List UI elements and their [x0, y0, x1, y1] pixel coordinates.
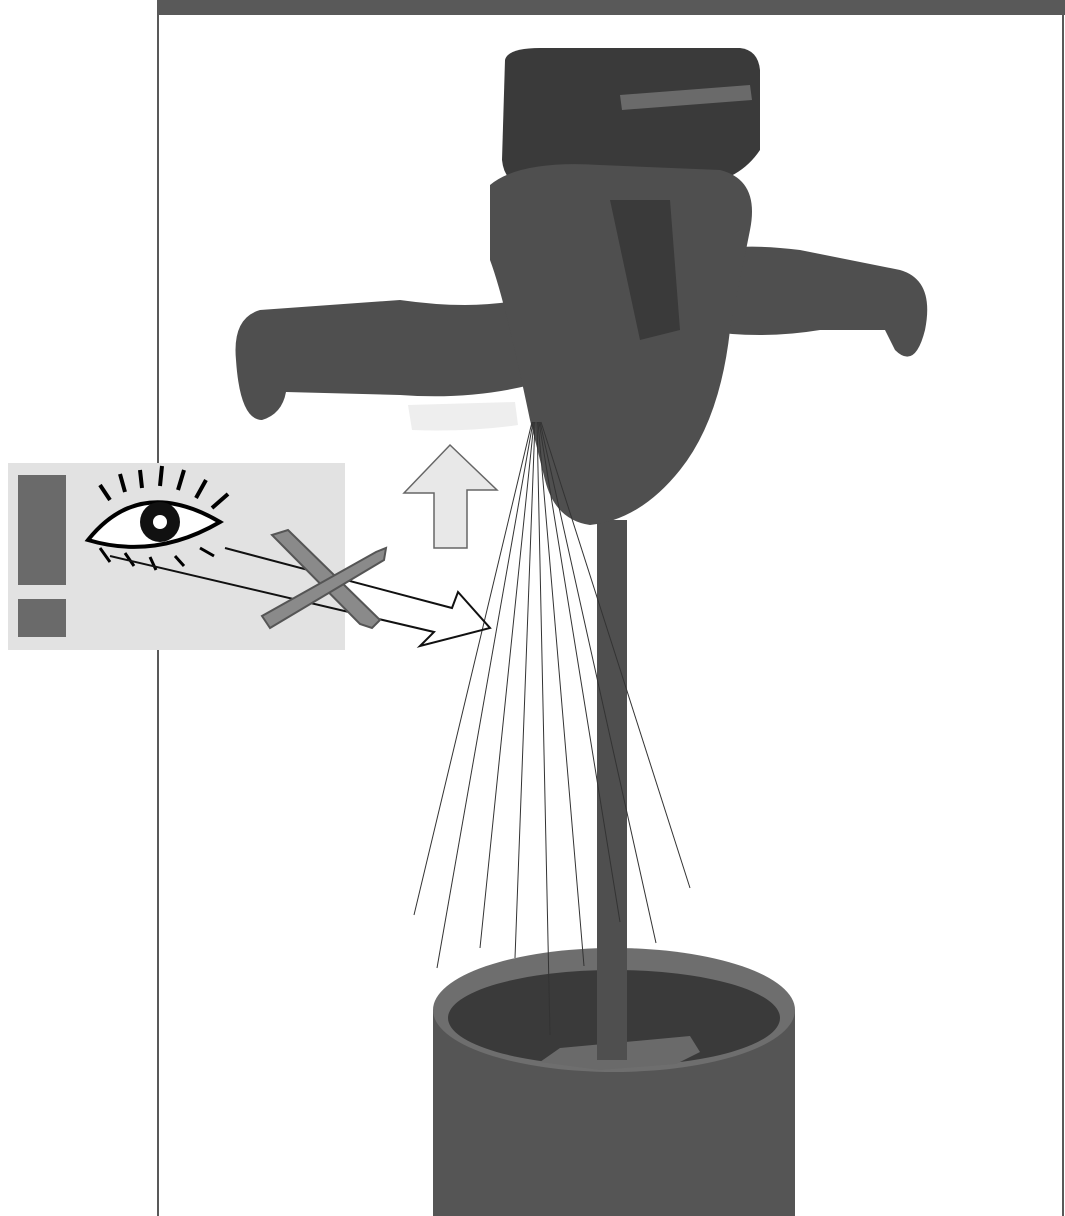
led-work-light: [408, 402, 518, 430]
light-ray: [414, 422, 532, 915]
light-ray: [515, 422, 535, 958]
left-handle: [236, 300, 531, 420]
exclamation-icon: [18, 475, 66, 585]
light-ray: [480, 422, 534, 948]
mixing-shaft: [597, 520, 627, 1060]
mixer-tool: [236, 48, 928, 525]
battery-pack: [502, 48, 760, 185]
light-ray: [537, 422, 550, 1035]
arrow-up-icon: [404, 445, 497, 548]
exclamation-dot: [18, 599, 66, 637]
